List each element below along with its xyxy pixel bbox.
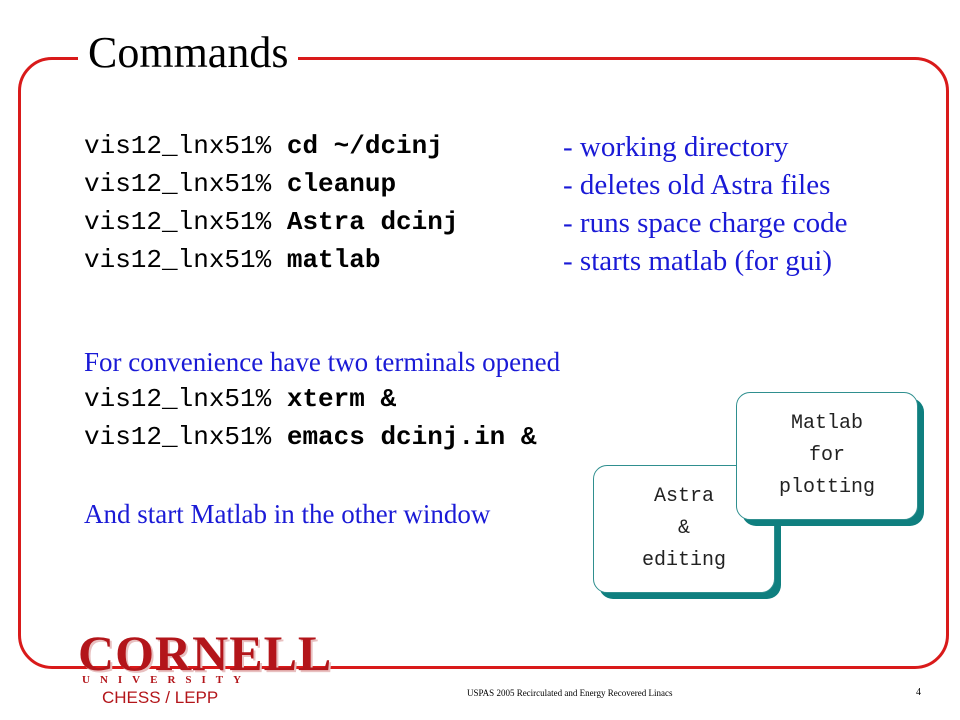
command: xterm & [286,384,397,414]
page-number: 4 [916,687,921,698]
card-line: Astra [653,485,714,508]
command: matlab [286,245,381,275]
cornell-logo: CORNELL UNIVERSITY [78,625,333,686]
university-wordmark: UNIVERSITY [82,674,252,686]
command-desc-3: - runs space charge code [563,207,848,239]
command: cd ~/dcinj [286,131,443,161]
title-gap [78,48,298,66]
slide-title: Commands [88,28,289,77]
footer-text: USPAS 2005 Recirculated and Energy Recov… [467,688,673,698]
prompt: vis12_lnx51% [84,169,272,199]
card-line: for [808,444,845,467]
command-desc-4: - starts matlab (for gui) [563,245,832,277]
command-line-3: vis12_lnx51% Astra dcinj [84,203,458,241]
convenience-note: For convenience have two terminals opene… [84,347,561,377]
prompt: vis12_lnx51% [84,245,272,275]
matlab-note: And start Matlab in the other window [84,499,491,529]
terminal-command-2: vis12_lnx51% emacs dcinj.in & [84,418,536,456]
slide-frame [18,57,949,669]
card-line: Matlab [790,412,863,435]
command-line-1: vis12_lnx51% cd ~/dcinj [84,127,443,165]
prompt: vis12_lnx51% [84,422,272,452]
command: cleanup [286,169,397,199]
lab-label: CHESS / LEPP [102,688,219,707]
prompt: vis12_lnx51% [84,131,272,161]
command: emacs dcinj.in & [286,422,537,452]
command-line-2: vis12_lnx51% cleanup [84,165,396,203]
prompt: vis12_lnx51% [84,384,272,414]
prompt: vis12_lnx51% [84,207,272,237]
matlab-plotting-card: Matlab for plotting [736,392,918,520]
terminal-command-1: vis12_lnx51% xterm & [84,380,396,418]
card-line: & [677,517,690,540]
card-line: editing [641,549,726,572]
command-line-4: vis12_lnx51% matlab [84,241,380,279]
astra-editing-card: Astra & editing [593,465,775,593]
command: Astra dcinj [286,207,459,237]
card-line: plotting [778,476,875,499]
command-desc-2: - deletes old Astra files [563,169,831,201]
command-desc-1: - working directory [563,131,789,163]
cornell-wordmark: CORNELL [78,625,333,681]
